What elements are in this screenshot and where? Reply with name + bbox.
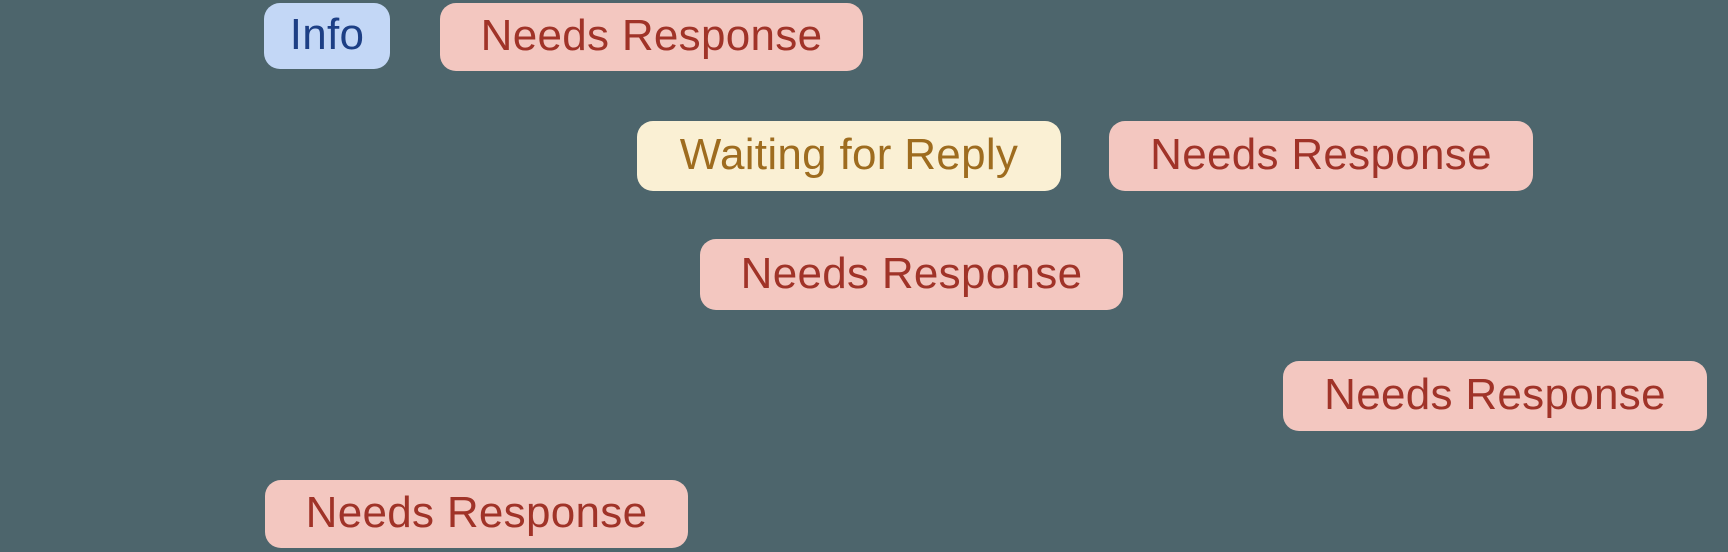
status-badge-label: Needs Response xyxy=(480,11,823,60)
status-badge-label: Info xyxy=(289,10,365,59)
status-badge-label: Needs Response xyxy=(1150,130,1492,179)
status-badge-label: Waiting for Reply xyxy=(679,130,1019,179)
status-badge-label: Needs Response xyxy=(305,488,648,537)
status-badge-waiting-for-reply: Waiting for Reply xyxy=(637,121,1061,191)
status-badge-needs-response-1: Needs Response xyxy=(440,3,863,71)
status-badge-needs-response-5: Needs Response xyxy=(265,480,688,548)
status-badge-needs-response-4: Needs Response xyxy=(1283,361,1707,431)
status-badge-label: Needs Response xyxy=(1324,370,1666,419)
status-badge-needs-response-3: Needs Response xyxy=(700,239,1123,310)
status-badge-needs-response-2: Needs Response xyxy=(1109,121,1533,191)
status-badge-info: Info xyxy=(264,3,390,69)
status-badge-label: Needs Response xyxy=(740,248,1083,298)
